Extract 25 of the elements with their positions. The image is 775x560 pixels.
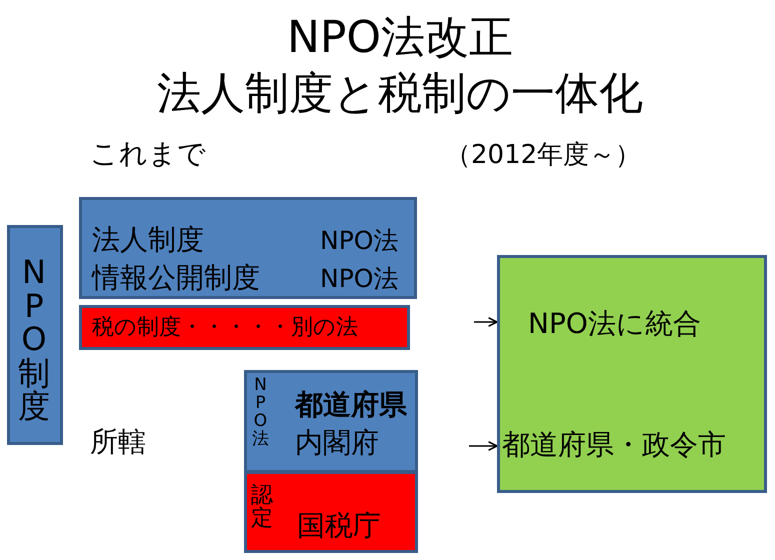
result-box	[497, 255, 767, 493]
box-text: 都道府県	[295, 391, 407, 419]
slide-title: NPO法改正法人制度と税制の一体化	[156, 11, 644, 121]
tax-box	[79, 305, 410, 350]
certification-box	[244, 471, 418, 553]
box-text: NPO法に統合	[528, 310, 701, 338]
vertical-text: 認定	[251, 484, 273, 530]
category-box	[7, 225, 63, 445]
arrow	[474, 317, 498, 327]
box-text: 都道府県・政令市	[502, 431, 726, 459]
vertical-text: NPO法	[252, 377, 269, 448]
text-label: これまで	[90, 140, 206, 168]
text-label: 所轄	[90, 428, 146, 456]
box-text: 税の制度・・・・・別の法	[92, 317, 358, 339]
text-label: （2012年度～）	[445, 142, 642, 168]
box-text: 情報公開制度	[92, 264, 260, 292]
box-text: NPO法	[320, 266, 398, 291]
vertical-text: NPO制度	[18, 256, 50, 424]
box-text: 国税庁	[297, 512, 381, 540]
info-box	[79, 197, 417, 299]
box-text: 法人制度	[92, 226, 204, 254]
arrow	[469, 441, 498, 451]
box-text: 内閣府	[295, 429, 379, 457]
box-text: NPO法	[320, 228, 398, 253]
jurisdiction-box	[244, 370, 418, 473]
